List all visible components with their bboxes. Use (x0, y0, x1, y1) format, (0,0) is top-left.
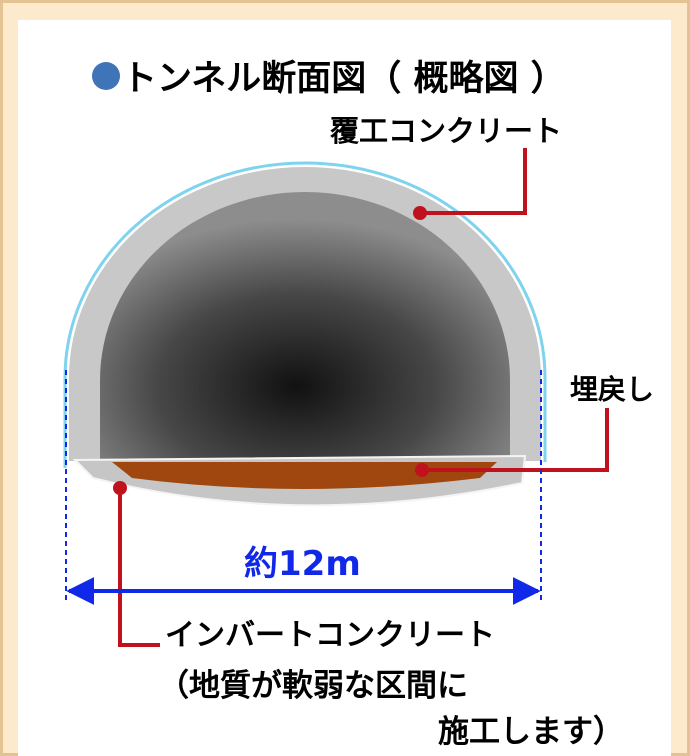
label-lining-concrete: 覆工コンクリート (330, 114, 563, 148)
backfill-layer (112, 462, 497, 489)
label-invert-note-line1: （地質が軟弱な区間に (158, 668, 468, 704)
label-backfill: 埋戻し (570, 373, 655, 406)
leader-dot-lining (413, 206, 427, 220)
label-invert-note-line2: 施工します） (438, 714, 624, 750)
tunnel-bore (100, 192, 510, 462)
leader-line-invert (118, 488, 160, 647)
label-invert-concrete: インバートコンクリート (165, 618, 495, 653)
diagram-title: トンネル断面図（ 概略図 ） (92, 50, 566, 101)
leader-dot-backfill (415, 463, 429, 477)
label-width: 約12m (244, 544, 361, 584)
title-bullet-icon (92, 61, 120, 90)
leader-dot-invert (113, 481, 127, 495)
leader-line-backfill (422, 408, 609, 472)
title-text: トンネル断面図（ 概略図 ） (122, 59, 566, 99)
leader-line-lining (420, 148, 527, 215)
excavation-edge (63, 161, 547, 468)
